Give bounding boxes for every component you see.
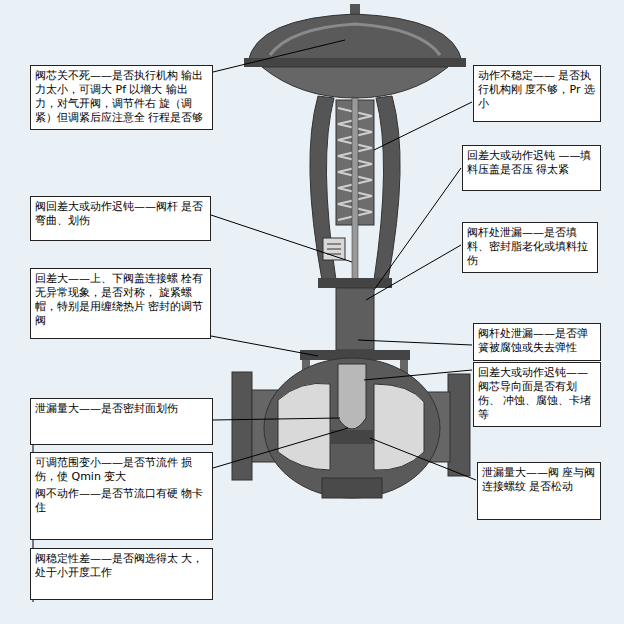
valve-plug xyxy=(338,364,366,429)
callout-box: 阀杆处泄漏——是否弹 簧被腐蚀或失去弹性 xyxy=(473,323,601,361)
callout-text: 阀杆处泄漏——是否弹 簧被腐蚀或失去弹性 xyxy=(478,327,596,355)
callout-box: 泄漏量大——是否密封面划伤 xyxy=(30,398,213,445)
callout-box: 阀杆处泄漏——是否填 料、密封脂老化或填料拉 伤 xyxy=(462,222,598,273)
yoke-leg xyxy=(374,96,400,280)
leader-line xyxy=(364,370,472,380)
leader-line xyxy=(374,168,461,290)
diaphragm-lower xyxy=(262,67,448,98)
right-flange xyxy=(448,374,470,476)
callout-text: 阀不动作——是否节流口有硬 物卡住 xyxy=(35,487,208,515)
valve-stem xyxy=(352,98,358,298)
leader-line xyxy=(358,340,472,345)
callout-box: 泄漏量大——阀 座与阀连接螺纹 是否松动 xyxy=(477,462,601,520)
diaphragm-cover xyxy=(248,14,462,62)
valve-body xyxy=(264,358,440,498)
callout-box: 回差大——上、下阀盖连接螺 栓有无异常现象，是否对称， 旋紧螺帽，特别是用缠绕热… xyxy=(30,268,211,339)
callout-box: 回差大或动作迟钝 ——填料压盖是否压 得太紧 xyxy=(462,145,601,191)
callout-box: 动作不稳定—— 是否执行机构刚 度不够，Pr 选小 xyxy=(473,65,601,122)
leader-line xyxy=(213,418,340,420)
callout-box: 阀稳定性差——是否阀选得太 大，处于小开度工作 xyxy=(30,548,213,600)
callout-text: 泄漏量大——阀 座与阀连接螺纹 是否松动 xyxy=(482,466,596,494)
callout-text: 阀稳定性差——是否阀选得太 大，处于小开度工作 xyxy=(35,552,208,580)
callout-text: 阀杆处泄漏——是否填 料、密封脂老化或填料拉 伤 xyxy=(467,226,593,268)
valve-seat xyxy=(330,430,374,444)
leader-line xyxy=(211,215,352,262)
callout-text: 阀芯关不死——是否执行机构 输出力太小，可调大 Pf 以增大 输出力，对气开阀，… xyxy=(35,69,208,125)
callout-box: 阀芯关不死——是否执行机构 输出力太小，可调大 Pf 以增大 输出力，对气开阀，… xyxy=(30,65,213,130)
leader-line xyxy=(370,438,476,480)
callout-text: 动作不稳定—— 是否执行机构刚 度不够，Pr 选小 xyxy=(478,69,596,111)
callout-box: 阀回差大或动作迟钝——阀杆 是否弯曲、划伤 xyxy=(30,196,211,241)
callout-box: 回差大或动作迟钝—— 阀芯导向面是否有划伤、 冲蚀、腐蚀、卡堵等 xyxy=(473,362,601,427)
scale-plate xyxy=(323,238,345,260)
scale-mark xyxy=(327,244,341,245)
leader-line xyxy=(374,102,472,150)
leader-line xyxy=(213,40,345,72)
callout-text: 回差大或动作迟钝 ——填料压盖是否压 得太紧 xyxy=(467,149,596,177)
inlet-cutaway xyxy=(278,383,330,470)
leader-line xyxy=(213,428,348,468)
highlight xyxy=(270,24,440,55)
left-flange xyxy=(232,372,252,480)
callout-text: 回差大或动作迟钝—— 阀芯导向面是否有划伤、 冲蚀、腐蚀、卡堵等 xyxy=(478,366,596,422)
leader-line xyxy=(211,336,318,356)
leader-line xyxy=(366,245,461,300)
callout-text: 阀回差大或动作迟钝——阀杆 是否弯曲、划伤 xyxy=(35,200,206,228)
callout-box: 可调范围变小——是否节流件 损伤，使 Qmin 变大阀不动作——是否节流口有硬 … xyxy=(30,452,213,540)
outlet-cutaway xyxy=(374,384,424,470)
callout-text: 回差大——上、下阀盖连接螺 栓有无异常现象，是否对称， 旋紧螺帽，特别是用缠绕热… xyxy=(35,272,206,328)
diaphragm-flange xyxy=(244,58,466,67)
callout-text: 泄漏量大——是否密封面划伤 xyxy=(35,402,208,416)
callout-text: 可调范围变小——是否节流件 损伤，使 Qmin 变大 xyxy=(35,456,208,484)
bottom-cap xyxy=(322,478,382,498)
scale-mark xyxy=(327,249,341,250)
